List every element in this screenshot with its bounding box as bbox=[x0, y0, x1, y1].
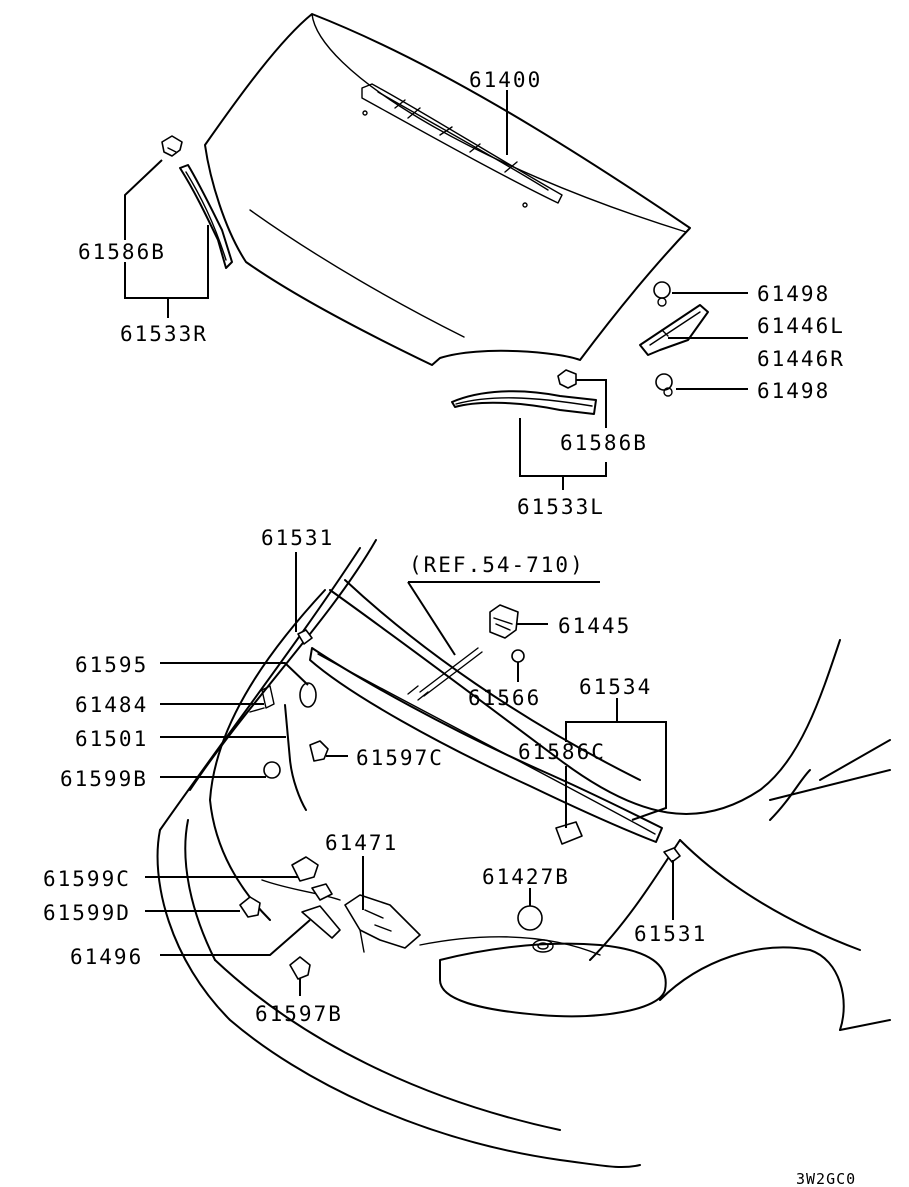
weatherstrip-61533r bbox=[179, 164, 233, 269]
label-61597c: 61597C bbox=[356, 746, 444, 770]
part-labels: 61400 61586B 61533R 61498 61446L 61446R … bbox=[43, 68, 856, 1187]
leader-lines bbox=[124, 90, 748, 996]
clip-61586b-mid bbox=[557, 369, 577, 389]
label-61599d: 61599D bbox=[43, 901, 131, 925]
label-61471: 61471 bbox=[325, 831, 398, 855]
label-61599b: 61599B bbox=[60, 767, 148, 791]
latch-61471 bbox=[344, 894, 421, 953]
label-61501: 61501 bbox=[75, 727, 148, 751]
label-61498-top: 61498 bbox=[757, 282, 830, 306]
front-body bbox=[156, 539, 891, 1169]
label-61446l: 61446L bbox=[757, 314, 845, 338]
label-61566: 61566 bbox=[468, 686, 541, 710]
label-61534: 61534 bbox=[579, 675, 652, 699]
label-61400: 61400 bbox=[469, 68, 542, 92]
label-ref-54-710: (REF.54-710) bbox=[409, 553, 585, 577]
hood-panel bbox=[204, 13, 691, 366]
label-61427b: 61427B bbox=[482, 865, 570, 889]
drawing-code: 3W2GC0 bbox=[796, 1170, 856, 1187]
label-61597b: 61597B bbox=[255, 1002, 343, 1026]
label-61586b-top: 61586B bbox=[78, 240, 166, 264]
weatherstrip-61533l bbox=[451, 390, 597, 415]
label-61446r: 61446R bbox=[757, 347, 845, 371]
label-61445: 61445 bbox=[558, 614, 631, 638]
label-61595: 61595 bbox=[75, 653, 148, 677]
label-61484: 61484 bbox=[75, 693, 148, 717]
label-61586b-mid: 61586B bbox=[560, 431, 648, 455]
release-cable bbox=[239, 629, 681, 980]
label-61496: 61496 bbox=[70, 945, 143, 969]
label-61531-top: 61531 bbox=[261, 526, 334, 550]
label-61586c: 61586C bbox=[518, 740, 606, 764]
label-61533l: 61533L bbox=[517, 495, 605, 519]
label-61531-bottom: 61531 bbox=[634, 922, 707, 946]
label-61599c: 61599C bbox=[43, 867, 131, 891]
clip-61586b-top bbox=[161, 135, 183, 157]
hood-hinge-61446 bbox=[639, 281, 709, 397]
lock-61445 bbox=[419, 604, 525, 697]
label-61533r: 61533R bbox=[120, 322, 208, 346]
seal-61534 bbox=[309, 647, 663, 843]
label-61498-bottom: 61498 bbox=[757, 379, 830, 403]
